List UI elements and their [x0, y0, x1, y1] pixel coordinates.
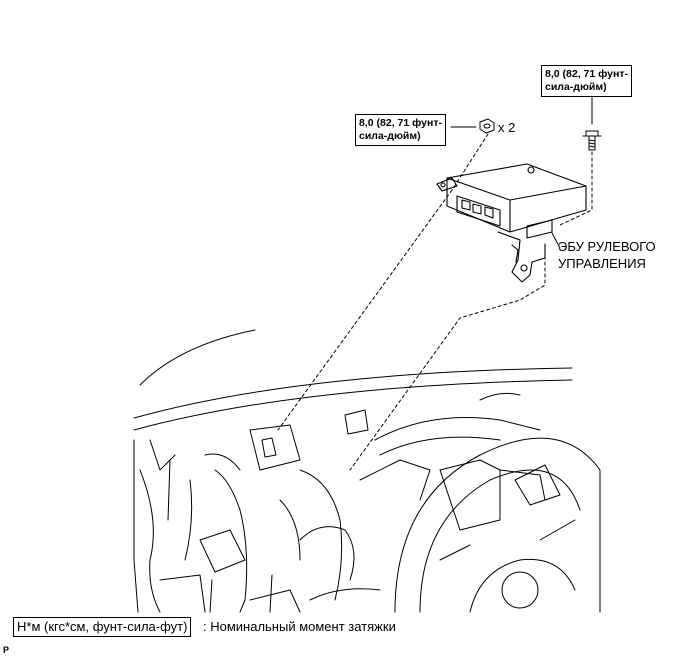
torque-spec-right-line2: сила-дюйм) [545, 81, 607, 93]
torque-spec-left-line2: сила-дюйм) [359, 130, 421, 142]
torque-unit-box: Н*м (кгс*см, фунт-сила-фут) [13, 617, 192, 637]
ecu-label-line1: ЭБУ РУЛЕВОГО [558, 239, 656, 254]
torque-spec-right: 8,0 (82, 71 фунт- сила-дюйм) [541, 65, 632, 97]
bolt-icon [582, 130, 602, 151]
legend-description: : Номинальный момент затяжки [203, 619, 396, 634]
nut-icon [479, 118, 495, 134]
ecu-label-line2: УПРАВЛЕНИЯ [558, 256, 646, 271]
torque-spec-left: 8,0 (82, 71 фунт- сила-дюйм) [355, 114, 446, 146]
ecu-label: ЭБУ РУЛЕВОГО УПРАВЛЕНИЯ [558, 238, 656, 272]
quantity-label: x 2 [498, 120, 516, 135]
torque-spec-left-line1: 8,0 (82, 71 фунт- [359, 117, 442, 129]
ecu-callout-line [551, 232, 561, 249]
dashboard-illustration [133, 329, 601, 613]
alignment-lines [277, 133, 593, 471]
steering-ecu [436, 163, 587, 283]
torque-spec-right-line1: 8,0 (82, 71 фунт- [545, 68, 628, 80]
corner-mark: P [3, 645, 10, 655]
